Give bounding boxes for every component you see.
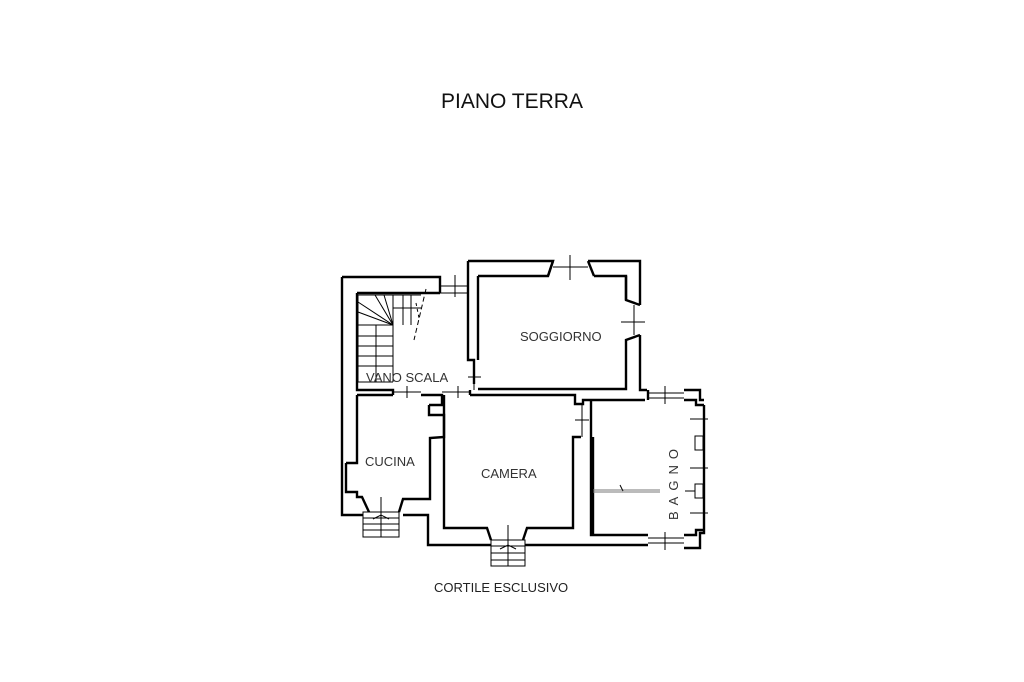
windows	[440, 255, 708, 550]
staircase	[357, 288, 427, 383]
room-labels: VANO SCALA SOGGIORNO CUCINA CAMERA BAGNO	[365, 329, 681, 520]
room-label-vano-scala: VANO SCALA	[366, 370, 448, 385]
svg-text:BAGNO: BAGNO	[666, 443, 681, 520]
exterior-steps	[362, 497, 526, 567]
room-label-camera: CAMERA	[481, 466, 537, 481]
courtyard-caption: CORTILE ESCLUSIVO	[434, 580, 569, 595]
room-label-soggiorno: SOGGIORNO	[520, 329, 602, 344]
walls	[340, 259, 706, 550]
plan-title: PIANO TERRA	[441, 90, 583, 113]
room-label-bagno: BAGNO	[666, 443, 681, 520]
room-label-cucina: CUCINA	[365, 454, 415, 469]
doors	[393, 363, 695, 493]
